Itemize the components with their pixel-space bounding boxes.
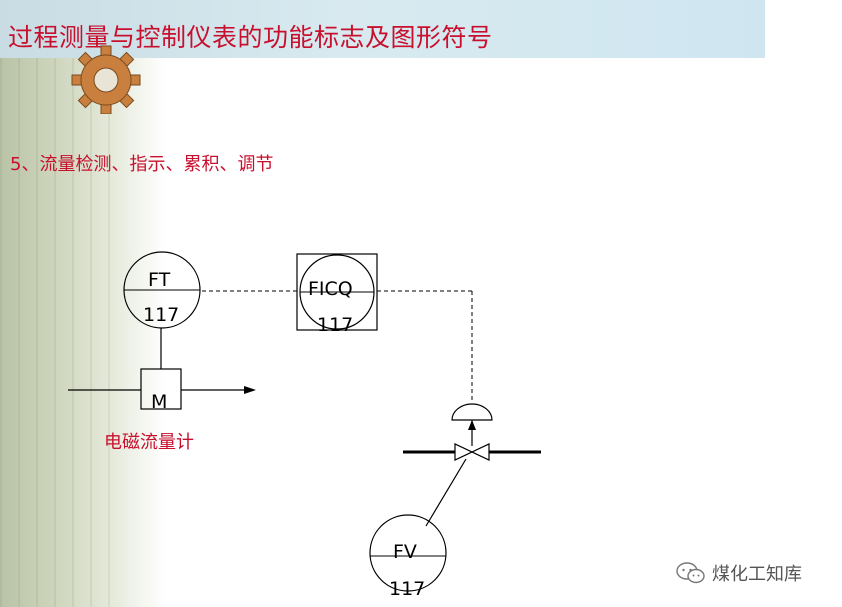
title-bar — [0, 0, 765, 58]
watermark-text: 煤化工知库 — [712, 564, 802, 585]
valve-actuator — [451, 403, 493, 421]
ficq-square — [296, 253, 378, 331]
flow-arrow — [244, 386, 256, 394]
fv-bubble — [369, 514, 447, 592]
flowmeter-tag: M — [151, 391, 168, 413]
stem-arrow — [468, 420, 476, 430]
control-valve — [454, 443, 490, 461]
wechat-icon — [676, 562, 705, 584]
fv-tag: FV — [393, 541, 417, 563]
fv-link — [425, 458, 467, 527]
flowmeter-caption: 电磁流量计 — [104, 432, 194, 453]
gear-icon — [71, 45, 141, 114]
ficq-loop-number: 117 — [317, 314, 354, 336]
ft-tag: FT — [148, 269, 171, 291]
slide-title: 过程测量与控制仪表的功能标志及图形符号 — [8, 23, 493, 52]
fv-loop-number: 117 — [389, 578, 426, 600]
watermark: 煤化工知库 — [676, 560, 802, 586]
flowmeter-box — [140, 368, 182, 410]
ft-loop-number: 117 — [143, 304, 180, 326]
section-heading: 5、流量检测、指示、累积、调节 — [10, 154, 274, 175]
ficq-tag: FICQ — [308, 278, 353, 300]
